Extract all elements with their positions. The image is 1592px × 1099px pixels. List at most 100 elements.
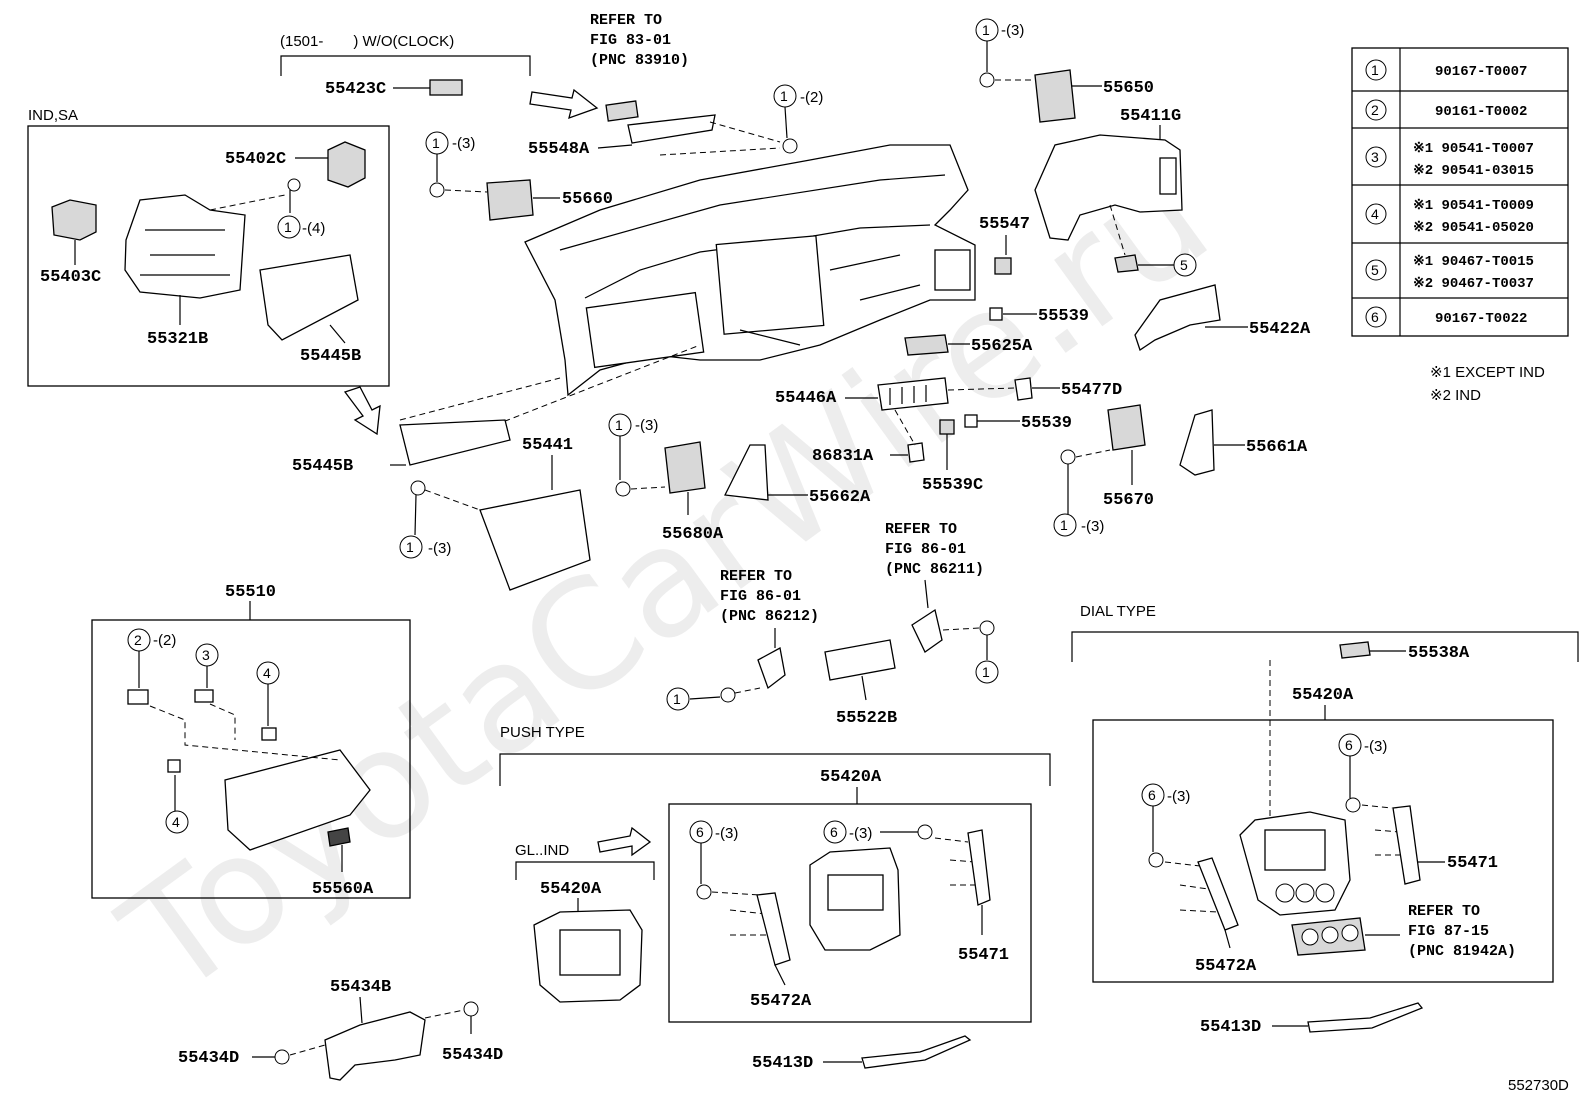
push-type-qualifier: PUSH TYPE <box>500 724 585 741</box>
part-55471-dial-shape <box>1392 805 1421 885</box>
svg-text:4: 4 <box>172 814 180 830</box>
part-55472A-dial[interactable]: 55472A <box>1195 957 1257 976</box>
part-55321B[interactable]: 55321B <box>147 330 208 349</box>
part-55539-lower[interactable]: 55539 <box>1021 414 1072 433</box>
part-55625A[interactable]: 55625A <box>971 337 1033 356</box>
part-55539-upper[interactable]: 55539 <box>1038 307 1089 326</box>
note-except-ind: ※1 EXCEPT IND <box>1430 364 1545 381</box>
fastener-3-pn-a: ※1 90541-T0007 <box>1413 141 1534 157</box>
part-55446A[interactable]: 55446A <box>775 389 837 408</box>
push-type-bracket <box>499 753 1051 786</box>
part-55538A-shape <box>1339 641 1371 659</box>
svg-text:-(2): -(2) <box>153 632 176 649</box>
part-55560A-shape <box>327 827 351 847</box>
part-55650[interactable]: 55650 <box>1103 79 1154 98</box>
part-55434D-right[interactable]: 55434D <box>442 1046 503 1065</box>
part-55538A[interactable]: 55538A <box>1408 644 1470 663</box>
part-55547[interactable]: 55547 <box>979 215 1030 234</box>
part-55441[interactable]: 55441 <box>522 436 573 455</box>
part-55680A[interactable]: 55680A <box>662 525 724 544</box>
part-55413D-dial-shape <box>1307 1002 1424 1033</box>
svg-text:-(3): -(3) <box>1081 518 1104 535</box>
part-55472A-dial-shape <box>1197 857 1239 931</box>
part-55411G[interactable]: 55411G <box>1120 107 1181 126</box>
svg-text:-(4): -(4) <box>302 220 325 237</box>
part-55472A-push[interactable]: 55472A <box>750 992 812 1011</box>
part-55547-shape <box>994 257 1012 275</box>
clock-qualifier: (1501- ) W/O(CLOCK) <box>280 33 454 50</box>
part-55420A-push[interactable]: 55420A <box>820 768 882 787</box>
svg-text:-(3): -(3) <box>849 825 872 842</box>
part-55670[interactable]: 55670 <box>1103 491 1154 510</box>
part-55446A-shape <box>877 377 949 411</box>
part-55445B-main[interactable]: 55445B <box>292 457 353 476</box>
part-55434B[interactable]: 55434B <box>330 978 391 997</box>
fastener-1-pn: 90167-T0007 <box>1435 64 1527 80</box>
part-55560A[interactable]: 55560A <box>312 880 374 899</box>
part-55420A-gl[interactable]: 55420A <box>540 880 602 899</box>
ref-fig83-line1: REFER TO <box>590 12 662 29</box>
part-55471-dial[interactable]: 55471 <box>1447 854 1498 873</box>
svg-text:1: 1 <box>615 417 623 433</box>
part-55411G-shape <box>1034 134 1183 241</box>
part-55413D-push-shape <box>861 1035 972 1069</box>
part-55420A-dial[interactable]: 55420A <box>1292 686 1354 705</box>
part-55522B-shape <box>824 639 896 681</box>
part-55413D-push[interactable]: 55413D <box>752 1054 813 1073</box>
fastener-5-pn-b: ※2 90467-T0037 <box>1413 276 1534 292</box>
svg-text:-(3): -(3) <box>1001 22 1024 39</box>
part-55402C[interactable]: 55402C <box>225 150 286 169</box>
part-55471-push[interactable]: 55471 <box>958 946 1009 965</box>
part-55403C[interactable]: 55403C <box>40 268 101 287</box>
svg-text:6: 6 <box>696 824 704 840</box>
part-55434B-shape <box>324 1011 426 1081</box>
svg-text:1: 1 <box>432 135 440 151</box>
ref-fig87-line2: FIG 87-15 <box>1408 923 1489 940</box>
note-ind: ※2 IND <box>1430 387 1481 404</box>
part-55548A[interactable]: 55548A <box>528 140 590 159</box>
fastener-4-pn-a: ※1 90541-T0009 <box>1413 198 1534 214</box>
svg-text:3: 3 <box>202 647 210 663</box>
svg-text:-(2): -(2) <box>800 89 823 106</box>
svg-text:3: 3 <box>1371 149 1379 165</box>
svg-text:-(3): -(3) <box>635 417 658 434</box>
part-55434D-left[interactable]: 55434D <box>178 1049 239 1068</box>
svg-text:-(3): -(3) <box>428 540 451 557</box>
svg-text:6: 6 <box>1345 737 1353 753</box>
svg-text:5: 5 <box>1371 262 1379 278</box>
dial-type-box <box>1092 719 1554 983</box>
part-55660[interactable]: 55660 <box>562 190 613 209</box>
svg-text:2: 2 <box>1371 102 1379 118</box>
part-55522B[interactable]: 55522B <box>836 709 897 728</box>
ind-sa-qualifier: IND,SA <box>28 107 78 124</box>
svg-text:4: 4 <box>1371 206 1379 222</box>
part-55477D[interactable]: 55477D <box>1061 381 1122 400</box>
part-55445B-inset-shape <box>259 254 359 341</box>
part-55661A[interactable]: 55661A <box>1246 438 1308 457</box>
part-55661A-shape <box>1179 409 1215 476</box>
fastener-4-pn-b: ※2 90541-05020 <box>1413 220 1534 236</box>
svg-text:-(3): -(3) <box>715 825 738 842</box>
part-55662A-shape <box>724 444 769 501</box>
part-55670-shape <box>1107 404 1146 451</box>
ref-fig86a-line1: REFER TO <box>885 521 957 538</box>
svg-text:-(3): -(3) <box>1167 788 1190 805</box>
svg-text:6: 6 <box>1148 787 1156 803</box>
part-55625A-shape <box>904 334 949 356</box>
svg-text:1: 1 <box>1060 517 1068 533</box>
part-55539C[interactable]: 55539C <box>922 476 983 495</box>
part-55422A[interactable]: 55422A <box>1249 320 1311 339</box>
fastener-1-ref[interactable] <box>277 215 301 239</box>
part-55423C[interactable]: 55423C <box>325 80 386 99</box>
clock-delete-cover-shape <box>429 79 463 96</box>
part-55650-shape <box>1034 69 1076 123</box>
part-55445B[interactable]: 55445B <box>300 347 361 366</box>
svg-text:4: 4 <box>263 665 271 681</box>
dial-type-qualifier: DIAL TYPE <box>1080 603 1156 620</box>
part-55510[interactable]: 55510 <box>225 583 276 602</box>
ref-fig87-line3: (PNC 81942A) <box>1408 943 1516 960</box>
part-55662A[interactable]: 55662A <box>809 488 871 507</box>
part-86831A[interactable]: 86831A <box>812 447 874 466</box>
svg-text:1: 1 <box>982 22 990 38</box>
part-55413D-dial[interactable]: 55413D <box>1200 1018 1261 1037</box>
